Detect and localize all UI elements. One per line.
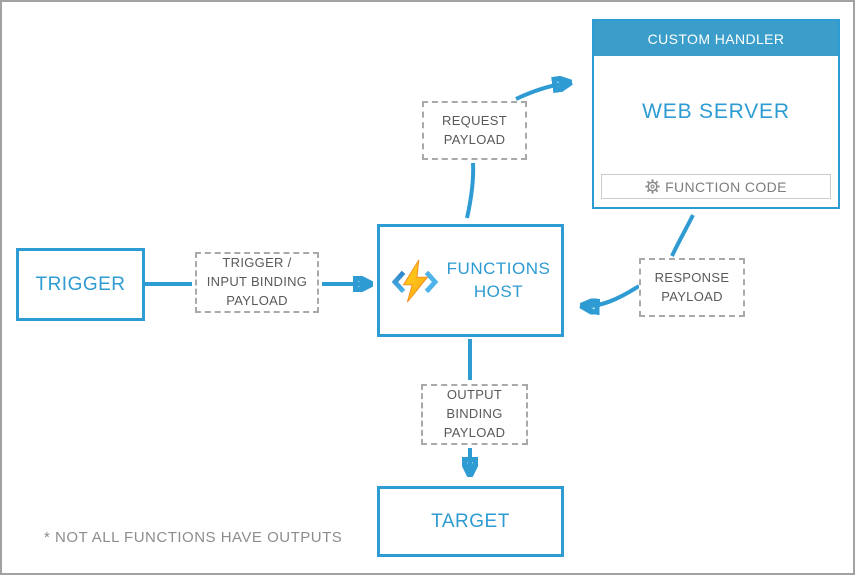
functions-host-box: FUNCTIONS HOST — [377, 224, 564, 337]
target-label: TARGET — [431, 510, 510, 532]
output-binding-payload-label: OUTPUT BINDING PAYLOAD — [443, 387, 506, 440]
trigger-box: TRIGGER — [16, 248, 145, 321]
target-box: TARGET — [377, 486, 564, 557]
function-code-box: FUNCTION CODE — [601, 174, 831, 199]
custom-handler-box: CUSTOM HANDLER WEB SERVER — [592, 19, 840, 209]
custom-handler-header: CUSTOM HANDLER — [594, 21, 838, 56]
response-payload-box: RESPONSE PAYLOAD — [639, 258, 745, 317]
footnote: * NOT ALL FUNCTIONS HAVE OUTPUTS — [44, 529, 343, 546]
trigger-input-binding-payload-box: TRIGGER / INPUT BINDING PAYLOAD — [195, 252, 319, 313]
request-payload-box: REQUEST PAYLOAD — [422, 101, 527, 160]
azure-functions-bolt-icon — [391, 259, 438, 302]
custom-handler-header-label: CUSTOM HANDLER — [647, 30, 785, 47]
trigger-input-binding-payload-label: TRIGGER / INPUT BINDING PAYLOAD — [206, 255, 308, 308]
function-code-label: FUNCTION CODE — [665, 178, 787, 195]
request-payload-label: REQUEST PAYLOAD — [442, 112, 507, 147]
web-server-label: WEB SERVER — [642, 99, 790, 123]
gear-icon — [645, 179, 660, 194]
functions-host-label: FUNCTIONS HOST — [446, 259, 551, 301]
response-payload-label: RESPONSE PAYLOAD — [654, 269, 730, 304]
web-server-title: WEB SERVER — [594, 56, 838, 167]
output-binding-payload-box: OUTPUT BINDING PAYLOAD — [421, 384, 528, 445]
trigger-label: TRIGGER — [35, 273, 126, 295]
